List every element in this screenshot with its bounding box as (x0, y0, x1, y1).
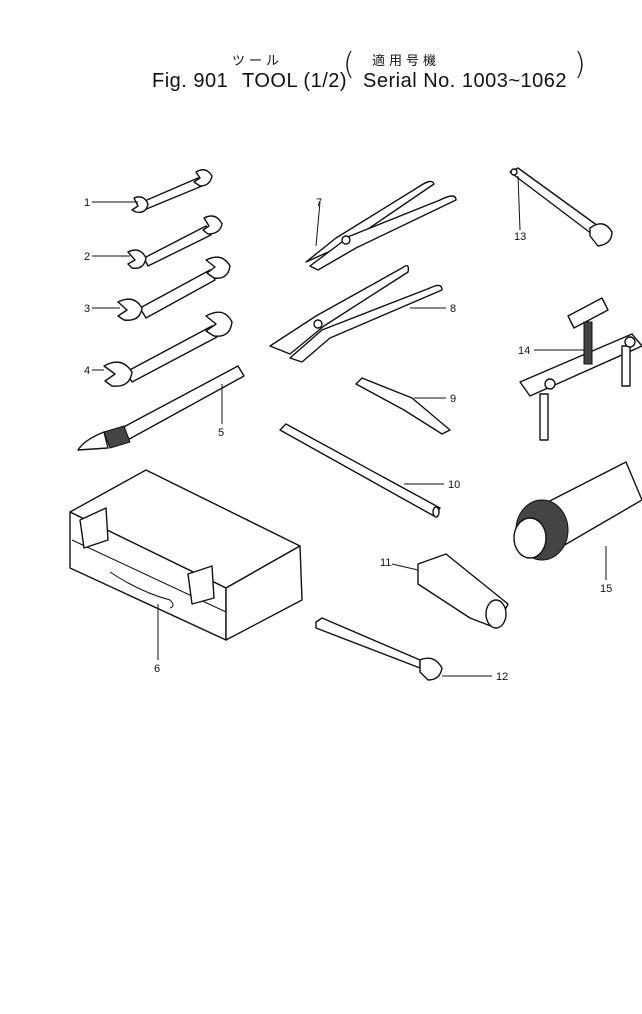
callout-5: 5 (218, 427, 224, 439)
callout-13: 13 (514, 231, 526, 243)
callout-9: 9 (450, 393, 456, 405)
tool-12-hook-spanner (315, 617, 443, 681)
callout-10: 10 (448, 479, 460, 491)
callout-14: 14 (518, 345, 530, 357)
title-jp-serial: 適用号機 (372, 54, 441, 69)
callout-15: 15 (600, 583, 612, 595)
title-jp-tool: ツール (232, 54, 284, 69)
tool-6-tool-box (69, 469, 303, 641)
callout-12: 12 (496, 671, 508, 683)
tool-8-snap-ring-pliers (269, 265, 443, 363)
tool-3-double-open-wrench (117, 256, 231, 321)
callout-7: 7 (316, 197, 322, 209)
callout-4: 4 (84, 365, 90, 377)
tool-14-gear-puller (519, 297, 642, 441)
callout-11: 11 (380, 557, 391, 569)
close-paren: ) (574, 47, 586, 82)
callout-labels: 1 2 3 4 5 6 7 8 9 10 11 12 13 14 15 (84, 197, 612, 683)
tool-15-gear-installer (513, 461, 642, 561)
tool-5-pry-bar (77, 365, 245, 451)
callout-8: 8 (450, 303, 456, 315)
tool-7-pliers (305, 180, 457, 271)
figure-number: Fig. 901 (152, 70, 229, 92)
tool-13-pin-spanner (509, 167, 613, 247)
callout-3: 3 (84, 303, 90, 315)
figure-title: ツール 適用号機 Fig. 901 TOOL (1/2) ( Serial No… (0, 0, 642, 110)
tool-2-double-open-wrench (127, 215, 223, 269)
tool-4-double-open-wrench (103, 311, 233, 387)
callout-leaders (92, 175, 607, 677)
callout-6: 6 (154, 663, 160, 675)
tool-10-rod (279, 423, 441, 518)
figure-name: TOOL (1/2) (242, 70, 348, 92)
tool-1-double-open-wrench (131, 169, 213, 214)
open-paren: ( (343, 47, 355, 82)
callout-1: 1 (84, 197, 90, 209)
tool-11-socket-wrench (417, 553, 509, 629)
tool-9-chisel (355, 377, 451, 435)
serial-range: Serial No. 1003~1062 (363, 70, 568, 92)
callout-2: 2 (84, 251, 90, 263)
